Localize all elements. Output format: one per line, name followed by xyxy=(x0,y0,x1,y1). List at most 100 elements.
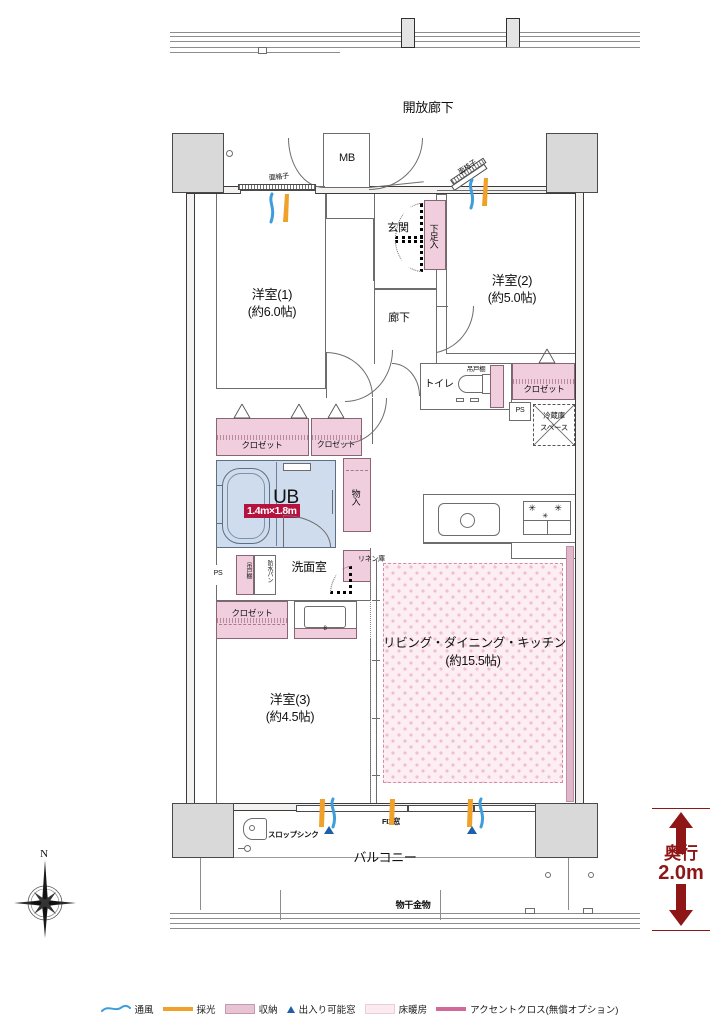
balcony-fitting xyxy=(545,872,551,878)
stove-burner-icon: ✳ xyxy=(554,503,562,513)
balcony-rail-line xyxy=(170,918,640,919)
legend-item-floor-heating: 床暖房 xyxy=(364,1002,427,1016)
label-monoire: 物入 xyxy=(350,489,361,505)
ldk-floor-heating xyxy=(383,563,563,783)
ub-fitting xyxy=(332,490,333,514)
pipe-space-lower xyxy=(207,565,229,585)
legend-item-daylight: 採光 xyxy=(162,1002,216,1016)
corridor-marker xyxy=(258,47,267,54)
label-closet-1: クロゼット xyxy=(241,440,283,450)
slop-sink xyxy=(243,818,267,840)
meter-box xyxy=(323,133,370,188)
partition-mark xyxy=(372,600,380,601)
partition-mark xyxy=(372,660,380,661)
accent-cloth-bar-icon xyxy=(436,1007,467,1011)
balcony-post xyxy=(568,858,569,910)
hallway-door-arc-2 xyxy=(345,398,387,444)
label-balcony: バルコニー xyxy=(353,850,417,865)
room-area-washitsu1: (約6.0帖) xyxy=(247,305,297,320)
column-top-left xyxy=(172,133,224,193)
counter-edge xyxy=(423,543,511,544)
room-name-ldk: リビング・ダイニング・キッチン xyxy=(383,636,567,650)
room-name-washitsu2: 洋室(2) xyxy=(491,273,533,288)
closet-washitsu1-a xyxy=(216,418,309,456)
outer-wall-left xyxy=(186,186,195,811)
washitsu1-door-leaf xyxy=(326,352,327,398)
daylight-arrow-icon xyxy=(283,194,289,222)
legend: 通風 採光 収納 出入り可能窓 床暖房 アクセントクロス(無償オプション) xyxy=(0,1002,719,1016)
room-area-washitsu2: (約5.0帖) xyxy=(487,291,537,306)
vanity-counter xyxy=(294,628,357,639)
label-linen-cabinet: リネン庫 xyxy=(358,556,385,563)
hallway-door-leaf xyxy=(372,398,373,444)
outer-wall-right xyxy=(575,186,584,811)
legend-item-storage: 収納 xyxy=(224,1002,278,1016)
counter-edge xyxy=(511,543,512,559)
stove-burner-icon: ✳ xyxy=(528,503,536,513)
drying-hanger xyxy=(280,890,281,920)
window-sash-bottom-right xyxy=(474,805,536,812)
slop-sink-tap xyxy=(244,845,251,852)
stove-divider xyxy=(524,520,571,521)
closet-hanger-icon xyxy=(538,348,556,364)
depth-arrow-up-icon xyxy=(669,812,693,854)
slop-sink-pipe xyxy=(238,848,244,849)
balcony-edge xyxy=(234,857,536,858)
openable-window-triangle-icon xyxy=(286,1005,295,1013)
closet-hanger-icon xyxy=(233,403,251,419)
vanity-tap-icon: 8 xyxy=(323,626,327,632)
drying-hanger xyxy=(440,890,441,920)
room-name-washitsu3: 洋室(3) xyxy=(269,692,311,707)
washitsu1-wall-seg xyxy=(326,218,374,219)
room-area-ldk: (約15.5帖) xyxy=(445,653,501,668)
depth-top-line xyxy=(652,808,710,809)
closet-washitsu2 xyxy=(512,363,575,400)
ventilation-wave-icon xyxy=(100,1004,131,1012)
column-top-right xyxy=(546,133,598,193)
toilet-accessory xyxy=(456,398,464,402)
column-bottom-right xyxy=(535,803,598,858)
daylight-arrow-icon xyxy=(467,799,473,827)
legend-item-accent-cloth: アクセントクロス(無償オプション) xyxy=(436,1002,618,1016)
hallway-door-arc xyxy=(345,350,393,402)
balcony-rail-line xyxy=(170,913,640,914)
label-shoe-cabinet: 下足入 xyxy=(428,224,439,248)
ub-fitting xyxy=(217,485,222,486)
label-ub: UB xyxy=(273,487,299,508)
label-open-corridor: 開放廊下 xyxy=(402,100,454,115)
daylight-bar-icon xyxy=(162,1007,193,1011)
legend-label-storage: 収納 xyxy=(258,1005,278,1016)
label-waterproof-pan: 防水パン xyxy=(266,560,272,583)
storage-swatch-icon xyxy=(224,1004,255,1014)
toilet-cabinet xyxy=(490,365,504,408)
column-pin xyxy=(226,150,233,157)
openable-window-marker xyxy=(467,826,477,834)
room-washitsu1 xyxy=(216,194,326,389)
label-toilet: トイレ xyxy=(424,379,454,390)
floor-heating-swatch-icon xyxy=(364,1004,395,1014)
balcony-marker xyxy=(583,908,593,914)
label-slop-sink: スロップシンク xyxy=(268,830,319,839)
room-label-washitsu3: 洋室(3) (約4.5帖) xyxy=(240,692,340,725)
label-window-grille-left: 面格子 xyxy=(268,172,290,183)
label-hanging-cabinet-washroom: 吊戸棚 xyxy=(245,562,251,580)
label-hallway: 廊下 xyxy=(388,312,410,324)
monoire-shelf-line xyxy=(346,470,368,471)
depth-value: 2.0m xyxy=(658,861,704,884)
closet-shelf-line xyxy=(219,624,285,625)
compass-north-label: N xyxy=(40,848,48,860)
slop-sink-drain xyxy=(249,825,255,831)
closet-hanger-icon xyxy=(327,403,345,419)
washitsu1-wall-seg xyxy=(373,218,374,281)
depth-bottom-line xyxy=(652,930,710,931)
label-washroom: 洗面室 xyxy=(291,560,327,574)
accent-cross-wall xyxy=(566,546,574,802)
corridor-rail-line xyxy=(415,47,640,48)
label-fridge-space-2: スペース xyxy=(540,423,568,432)
stove-burner-icon: ✳ xyxy=(542,513,548,520)
legend-item-ventilation: 通風 xyxy=(100,1002,154,1016)
balcony-post xyxy=(200,858,201,910)
pipe-space-upper xyxy=(509,402,531,421)
balcony-rail-line xyxy=(170,923,640,924)
